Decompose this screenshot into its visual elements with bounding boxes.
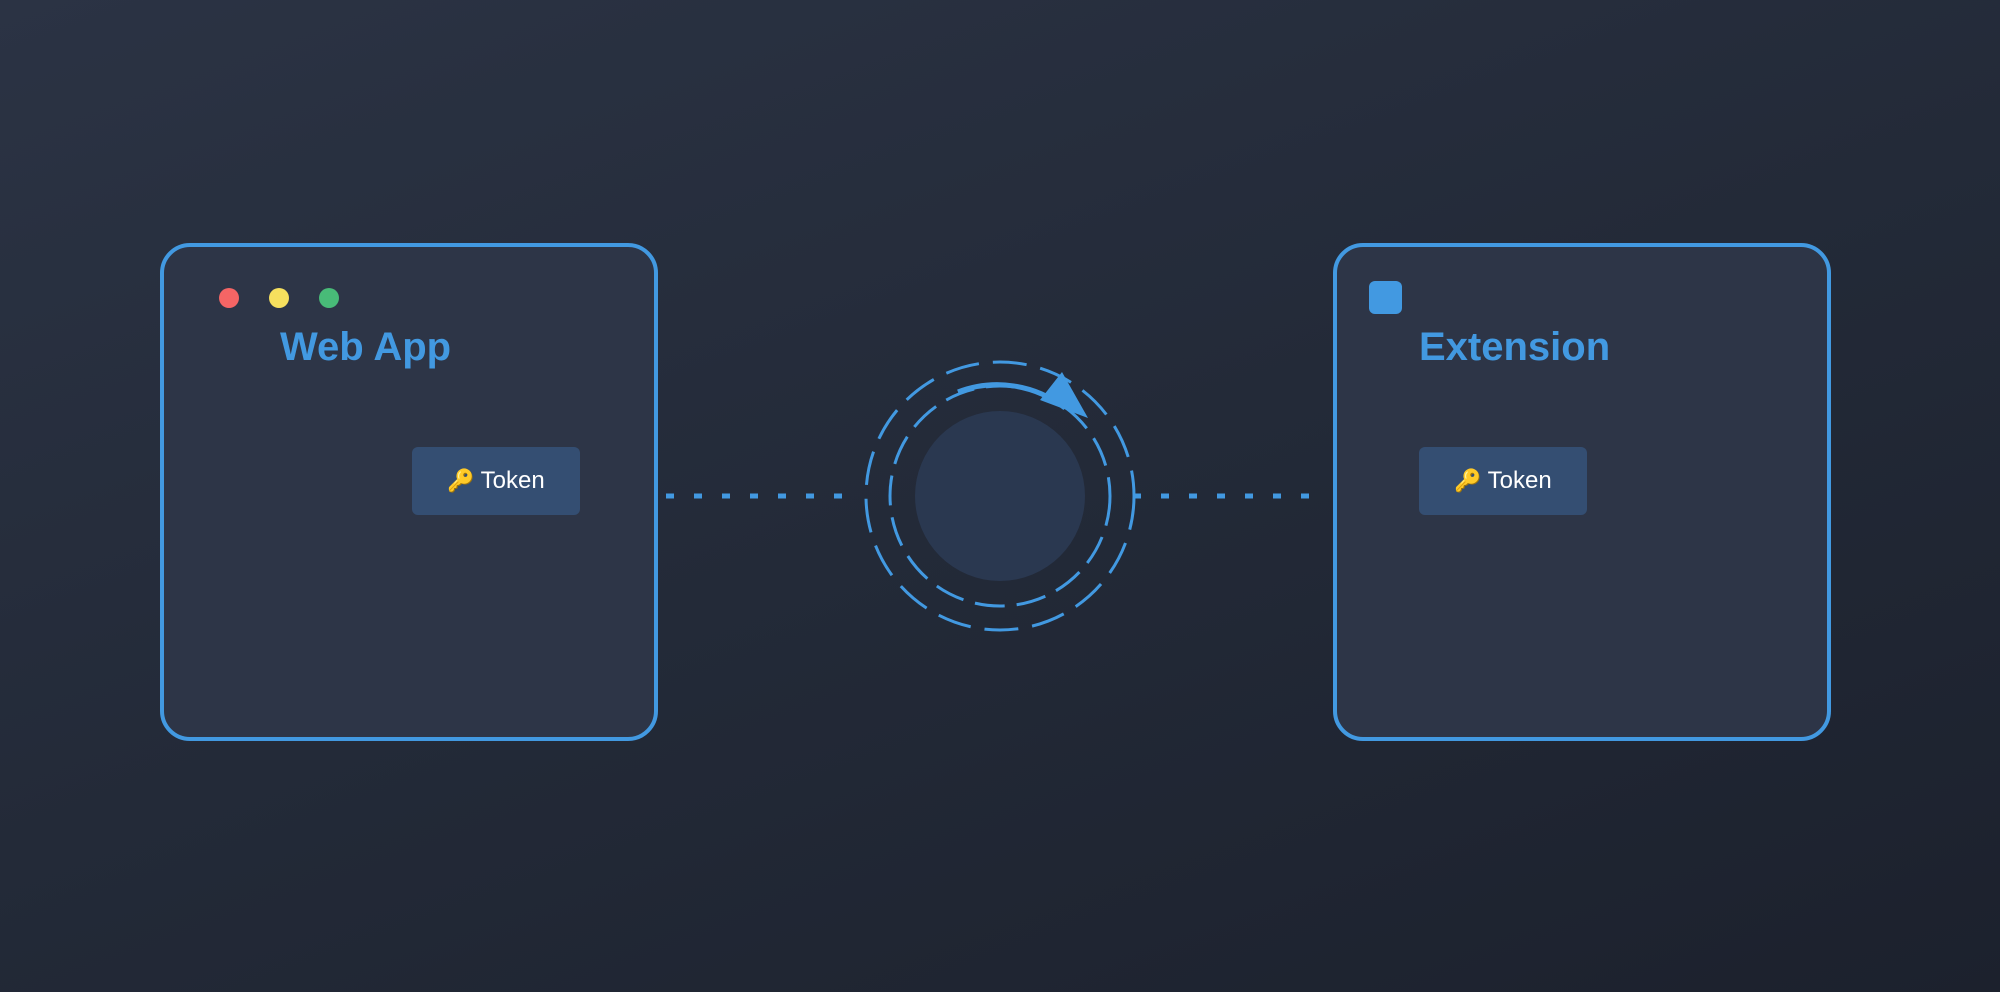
- key-icon: 🔑: [1454, 468, 1482, 493]
- web-app-token-label: Token: [480, 467, 545, 494]
- hub-outer-dashed-ring: [864, 360, 1136, 632]
- extension-panel: Extension 🔑 Token: [1333, 243, 1831, 741]
- web-app-panel: Web App 🔑 Token: [160, 243, 658, 741]
- extension-title: Extension: [1419, 325, 1611, 369]
- window-close-dot-icon[interactable]: [219, 288, 239, 308]
- hub-core: [915, 411, 1085, 581]
- window-minimize-dot-icon[interactable]: [269, 288, 289, 308]
- hub-inner-dashed-ring: [888, 384, 1112, 608]
- extension-square-icon: [1369, 281, 1402, 314]
- extension-token-label: Token: [1487, 467, 1552, 494]
- web-app-title: Web App: [280, 325, 452, 369]
- web-app-token-badge[interactable]: 🔑 Token: [412, 447, 580, 515]
- extension-token-badge[interactable]: 🔑 Token: [1419, 447, 1587, 515]
- sync-rotate-icon: [957, 382, 1067, 410]
- window-maximize-dot-icon[interactable]: [319, 288, 339, 308]
- key-icon: 🔑: [447, 468, 475, 493]
- sync-arrowhead-icon: [1040, 372, 1088, 418]
